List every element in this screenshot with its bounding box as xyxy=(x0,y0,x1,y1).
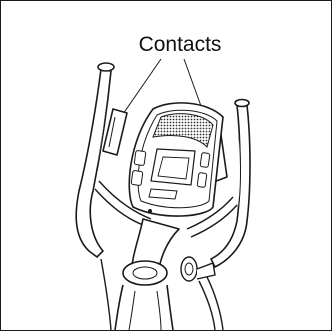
pivot-knob xyxy=(181,257,215,281)
console-indicator-dot xyxy=(148,209,152,213)
console-display xyxy=(151,149,195,185)
left-handlebar xyxy=(76,63,127,257)
console-mast xyxy=(115,219,179,330)
